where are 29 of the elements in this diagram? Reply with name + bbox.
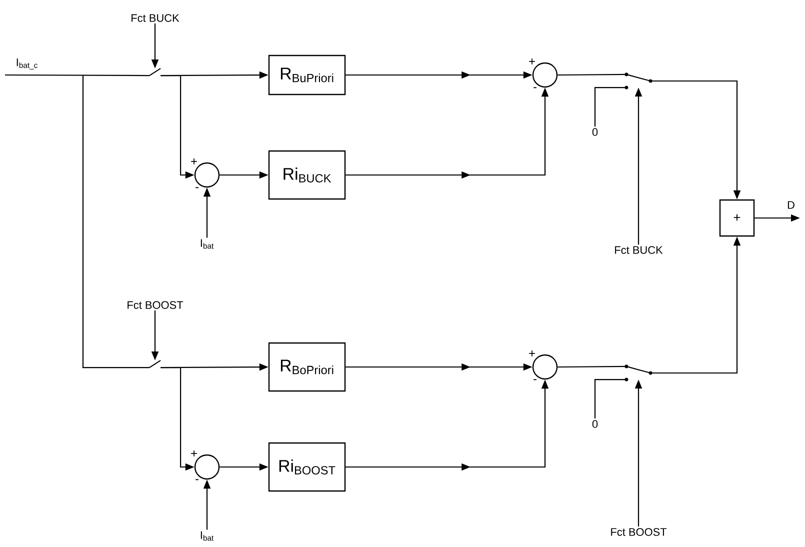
- transfer-function-box: Ri$_{BUCK}$: [268, 150, 346, 200]
- sign-label: +: [529, 350, 535, 356]
- transfer-function-box: Ri$_{BOOST}$: [268, 442, 346, 492]
- sign-label: +: [191, 158, 197, 164]
- sign-label: -: [196, 479, 198, 480]
- sign-label: -: [534, 87, 536, 88]
- signal-label: 0: [592, 128, 598, 136]
- edge-label: I$_{bat_c}$: [14, 58, 40, 70]
- signal-arrow: [594, 379, 626, 419]
- signal-label: 0: [592, 420, 598, 428]
- switch-symbol: [624, 364, 652, 382]
- summing-block: +: [719, 199, 755, 237]
- signal-label: Fct BOOST: [611, 528, 667, 536]
- signal-label: I$_{bat}$: [200, 239, 214, 249]
- signal-label: Fct BUCK: [615, 246, 663, 254]
- sign-label: -: [534, 379, 536, 380]
- signal-label: Fct BUCK: [132, 14, 180, 22]
- switch-symbol: [624, 72, 652, 90]
- sign-label: +: [191, 450, 197, 456]
- edge-label: D: [786, 200, 796, 210]
- signal-label: I$_{bat}$: [200, 531, 214, 541]
- switch-symbol: [149, 68, 161, 76]
- signal-arrow: [594, 87, 626, 127]
- switch-symbol: [149, 360, 161, 368]
- sign-label: -: [196, 187, 198, 188]
- signal-label: Fct BOOST: [128, 301, 184, 309]
- sign-label: +: [529, 58, 535, 64]
- transfer-function-box: R$_{BuPriori}$: [268, 54, 346, 96]
- transfer-function-box: R$_{BoPriori}$: [268, 342, 346, 392]
